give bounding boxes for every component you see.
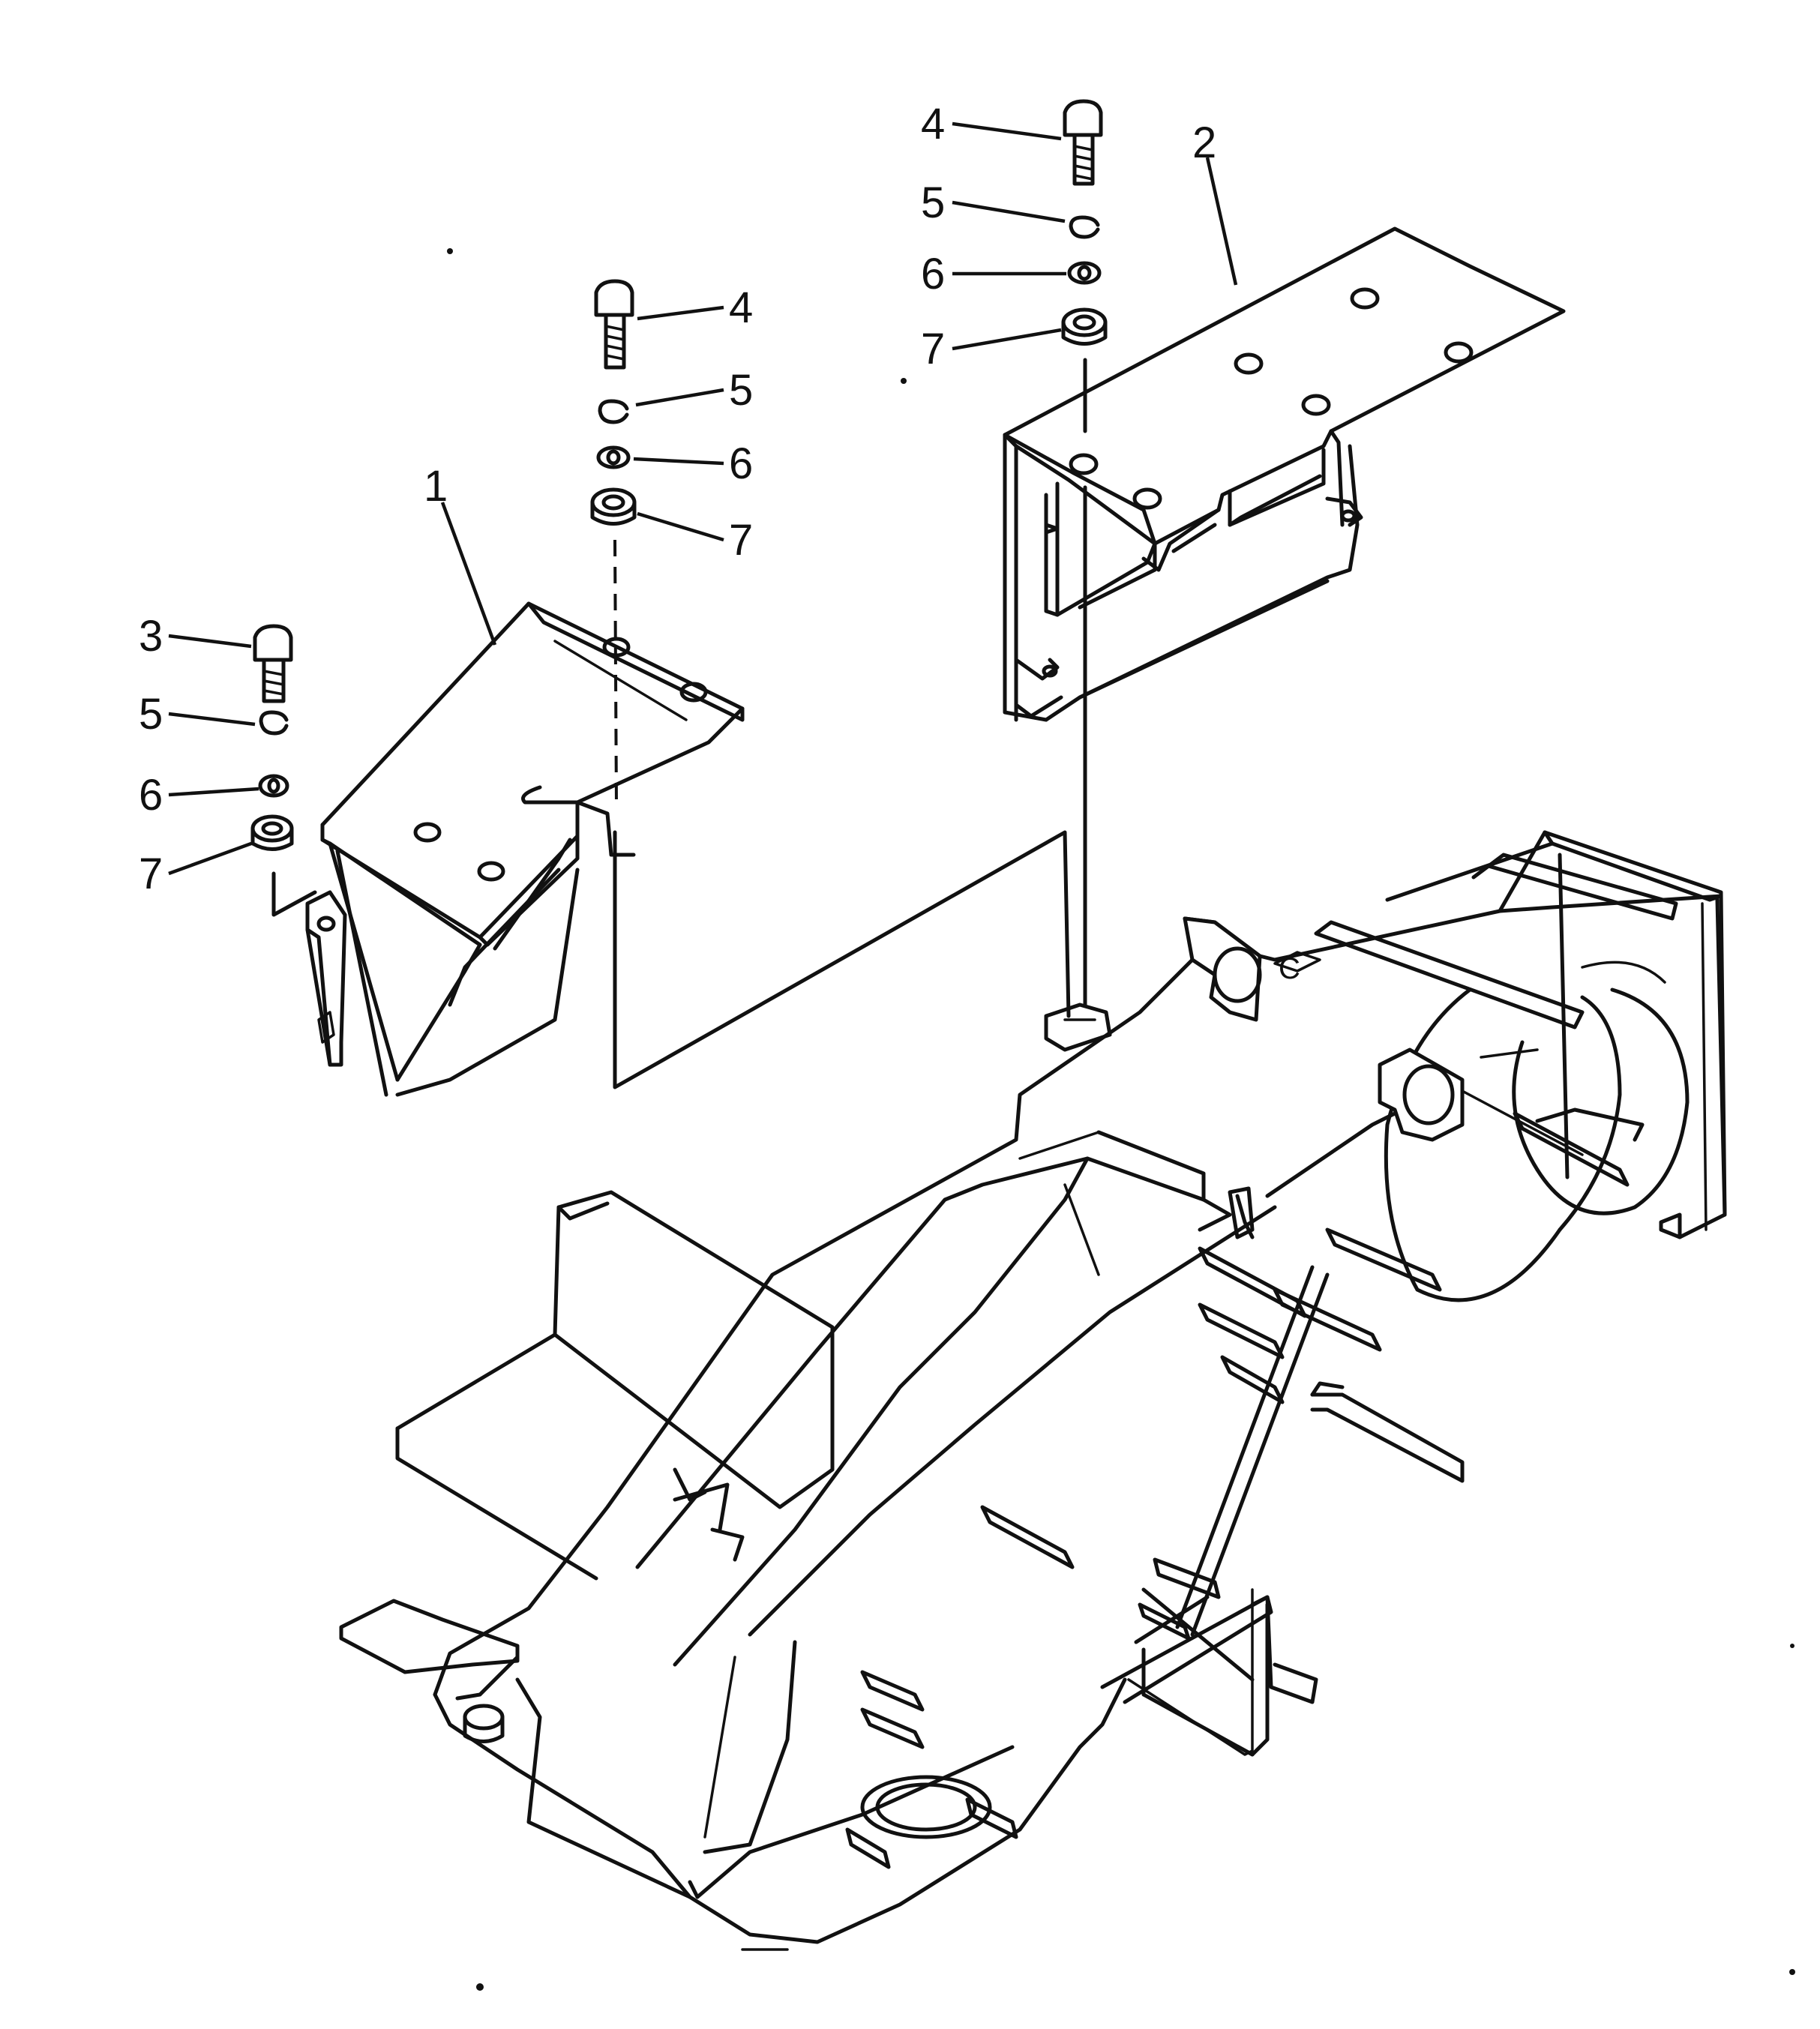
callout-bolt-right: 4 (921, 100, 945, 148)
callout-bolt-left: 4 (729, 283, 753, 332)
callout-washer-left: 5 (729, 366, 753, 415)
lock-washer-5 (259, 710, 289, 736)
ring-6 (596, 445, 631, 469)
cushion-7 (1061, 307, 1108, 346)
ring-6 (258, 774, 289, 798)
cover-right (1003, 226, 1566, 1007)
lock-washer-5 (1069, 215, 1100, 239)
callout-bolt-left-outer: 3 (139, 612, 163, 661)
cover-left (271, 539, 1071, 1097)
bolt-3 (253, 624, 293, 703)
callout-ring-left-outer: 6 (139, 771, 163, 820)
callout-ring-right: 6 (921, 250, 945, 298)
scan-specks (447, 248, 1795, 1991)
fastener-stack-right (1061, 99, 1108, 346)
leader-lines (168, 121, 1238, 876)
fastener-stack-left-outer (250, 624, 294, 851)
fastener-stack-left (590, 279, 637, 526)
callout-cushion-right: 7 (921, 325, 945, 373)
cushion-7 (250, 814, 294, 851)
boss-mark: C (1279, 952, 1300, 985)
ring-6 (1067, 261, 1102, 285)
callout-cushion-left-outer: 7 (139, 850, 163, 898)
bolt-4 (594, 279, 634, 370)
cushion-7 (590, 487, 637, 526)
callout-cushion-left: 7 (729, 516, 753, 565)
callout-cover-right: 2 (1192, 118, 1216, 167)
callout-washer-left-outer: 5 (139, 690, 163, 739)
main-frame: C (339, 830, 1727, 1951)
callout-cover-left: 1 (424, 462, 448, 511)
lock-washer-5 (598, 399, 629, 424)
callout-ring-left: 6 (729, 439, 753, 488)
bolt-4 (1063, 99, 1103, 186)
callout-numbers: 1 2 3 5 6 7 4 5 6 7 4 5 6 7 (139, 100, 1216, 898)
callout-washer-right: 5 (921, 178, 945, 227)
